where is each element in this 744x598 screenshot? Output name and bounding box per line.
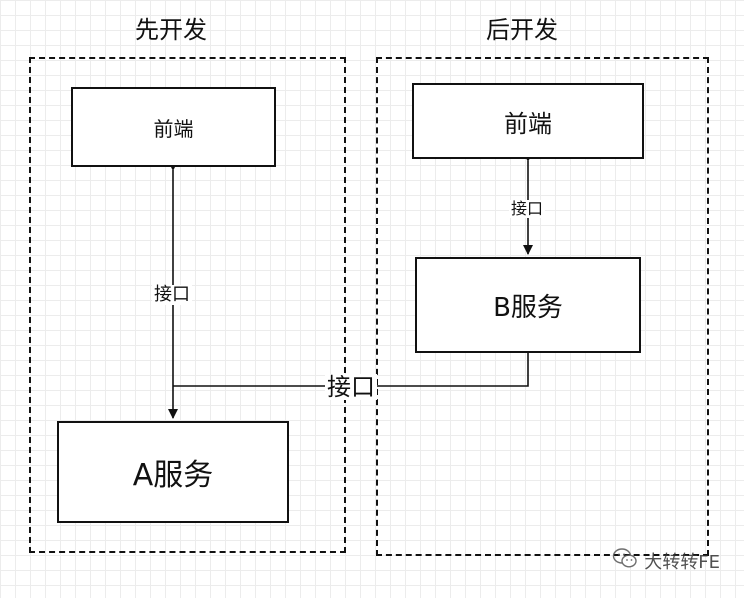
right-group-title: 后开发 [486, 16, 558, 44]
left-interface-label: 接口 [152, 284, 192, 305]
b-service-box: B服务 [415, 257, 641, 353]
right-interface-label: 接口 [509, 199, 546, 218]
b-service-label: B服务 [493, 292, 563, 323]
watermark-text: 大转转FE [644, 551, 720, 573]
right-frontend-box: 前端 [412, 83, 644, 159]
connector-interface-label: 接口 [325, 373, 377, 401]
left-group-container [29, 57, 346, 553]
left-frontend-label: 前端 [153, 116, 194, 141]
right-frontend-label: 前端 [504, 109, 552, 138]
wechat-icon [612, 547, 638, 574]
watermark: 大转转FE [612, 547, 720, 574]
left-frontend-box: 前端 [71, 87, 276, 167]
cross-connector-line [173, 352, 529, 387]
left-group-title: 先开发 [135, 16, 207, 44]
right-group-container [376, 57, 709, 556]
a-service-label: A服务 [132, 458, 214, 493]
a-service-box: A服务 [57, 421, 289, 523]
